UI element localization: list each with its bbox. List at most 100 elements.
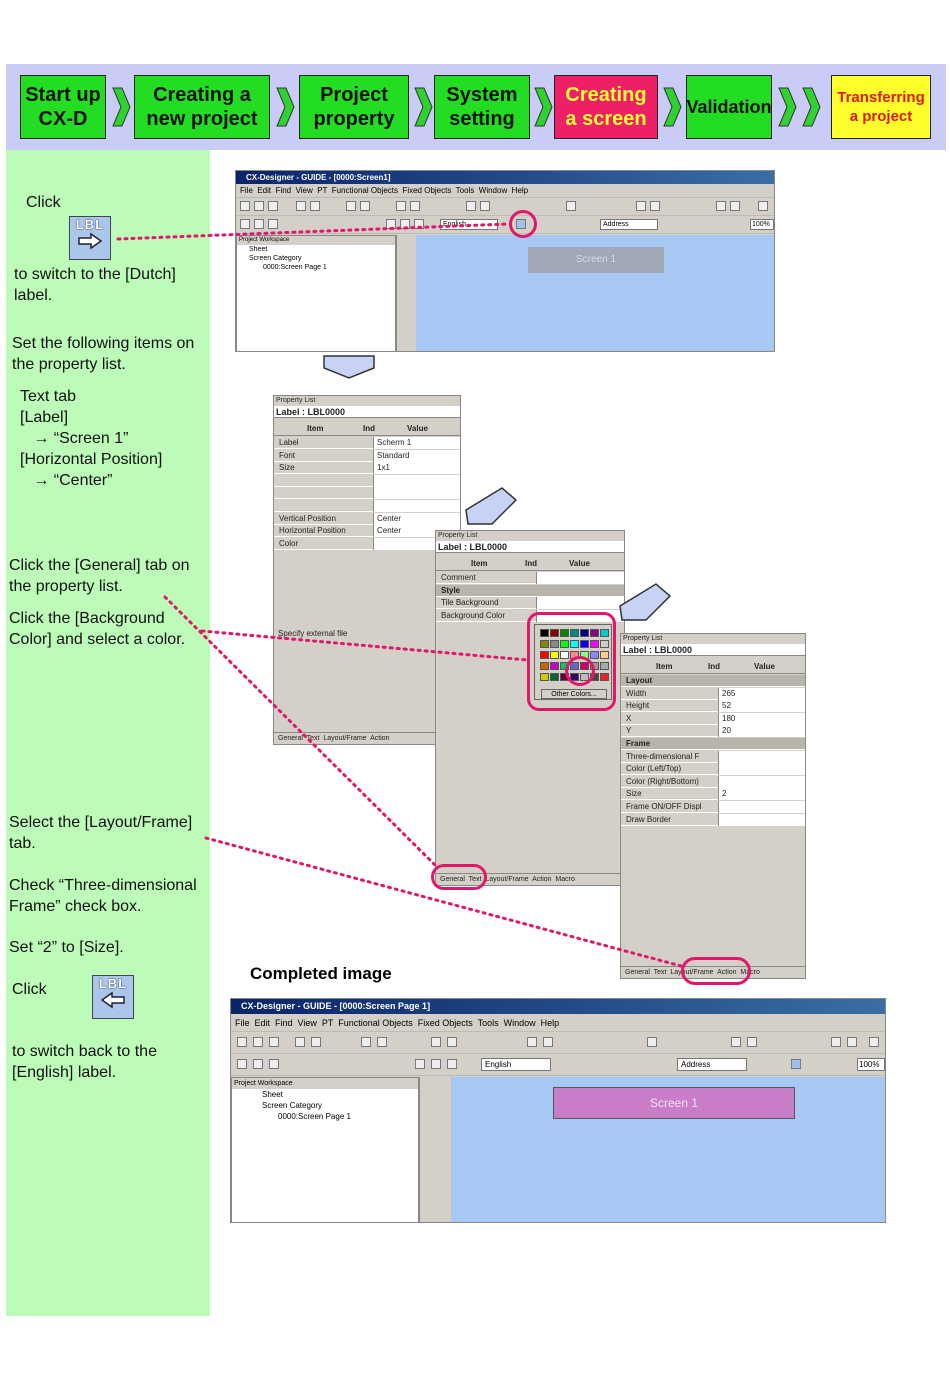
property-value[interactable]: 52 — [718, 700, 805, 713]
color-swatch[interactable] — [550, 662, 559, 670]
new-icon[interactable] — [240, 201, 250, 211]
zoom-field[interactable]: 100% — [750, 219, 774, 230]
property-row[interactable]: Style — [436, 584, 624, 597]
redo-icon[interactable] — [480, 201, 490, 211]
property-value[interactable] — [718, 675, 805, 687]
property-row[interactable]: Color (Right/Bottom) — [621, 775, 805, 788]
property-row[interactable] — [274, 500, 460, 512]
color-swatch[interactable] — [580, 629, 589, 637]
line-tool-icon[interactable] — [268, 219, 278, 229]
open-icon[interactable] — [254, 201, 264, 211]
color-swatch[interactable] — [570, 640, 579, 648]
tree-item-sheet[interactable]: Sheet — [249, 246, 268, 253]
tool-icon[interactable] — [386, 219, 396, 229]
tool-icon[interactable] — [360, 201, 370, 211]
color-swatch[interactable] — [590, 651, 599, 659]
color-swatch[interactable] — [560, 629, 569, 637]
tool-icon[interactable] — [396, 201, 406, 211]
tool-icon[interactable] — [414, 219, 424, 229]
tree-item-sheet[interactable]: Sheet — [262, 1090, 283, 1099]
property-value[interactable] — [536, 572, 624, 584]
property-value[interactable] — [718, 801, 805, 813]
tool-icon[interactable] — [730, 201, 740, 211]
color-swatch[interactable] — [590, 640, 599, 648]
color-swatch[interactable] — [540, 673, 549, 681]
property-value[interactable]: 2 — [718, 788, 805, 801]
tree-item-category[interactable]: Screen Category — [249, 255, 302, 262]
color-swatch[interactable] — [580, 640, 589, 648]
color-swatch[interactable] — [540, 651, 549, 659]
property-value[interactable] — [718, 763, 805, 776]
property-row[interactable]: Draw Border — [621, 813, 805, 826]
color-swatch[interactable] — [550, 673, 559, 681]
tool-icon[interactable] — [747, 1037, 757, 1047]
property-value[interactable] — [718, 813, 805, 826]
open-icon[interactable] — [253, 1037, 263, 1047]
color-swatch[interactable] — [540, 640, 549, 648]
property-value[interactable]: 180 — [718, 712, 805, 725]
save-icon[interactable] — [269, 1037, 279, 1047]
color-swatch[interactable] — [560, 640, 569, 648]
switch-label-icon[interactable]: LBL — [69, 216, 111, 260]
property-value[interactable] — [373, 500, 460, 512]
property-value[interactable] — [718, 750, 805, 763]
tree-item-page[interactable]: 0000:Screen Page 1 — [278, 1112, 351, 1121]
tool-icon[interactable] — [410, 201, 420, 211]
property-value[interactable] — [373, 474, 460, 487]
rect-tool-icon[interactable] — [237, 1059, 247, 1069]
tool-icon[interactable] — [415, 1059, 425, 1069]
external-file-row[interactable]: Specify external file — [274, 628, 460, 640]
color-swatch[interactable] — [550, 651, 559, 659]
zoom-field[interactable]: 100% — [857, 1058, 885, 1071]
address-select[interactable]: Address — [600, 219, 658, 230]
help-icon[interactable] — [869, 1037, 879, 1047]
address-select[interactable]: Address — [677, 1058, 747, 1071]
redo-icon[interactable] — [543, 1037, 553, 1047]
property-value[interactable]: Scherm 1 — [373, 437, 460, 449]
color-swatch[interactable] — [600, 651, 609, 659]
circle-tool-icon[interactable] — [254, 219, 264, 229]
property-value[interactable] — [536, 597, 624, 610]
property-row[interactable]: Three-dimensional F — [621, 750, 805, 763]
tool-icon[interactable] — [731, 1037, 741, 1047]
undo-icon[interactable] — [527, 1037, 537, 1047]
search-icon[interactable] — [647, 1037, 657, 1047]
circle-tool-icon[interactable] — [253, 1059, 263, 1069]
property-row[interactable]: Comment — [436, 572, 624, 584]
property-value[interactable]: 1x1 — [373, 462, 460, 475]
property-row[interactable]: Tile Background — [436, 597, 624, 610]
property-value[interactable]: Center — [373, 512, 460, 525]
screen-canvas[interactable]: Screen 1 — [416, 235, 774, 351]
tool-icon[interactable] — [847, 1037, 857, 1047]
paste-icon[interactable] — [310, 201, 320, 211]
tool-icon[interactable] — [447, 1037, 457, 1047]
property-value[interactable]: 20 — [718, 725, 805, 738]
rect-tool-icon[interactable] — [240, 219, 250, 229]
color-swatch[interactable] — [560, 651, 569, 659]
search-icon[interactable] — [566, 201, 576, 211]
tool-icon[interactable] — [831, 1037, 841, 1047]
help-icon[interactable] — [758, 201, 768, 211]
label-object[interactable]: Screen 1 — [528, 247, 664, 273]
tool-icon[interactable] — [431, 1037, 441, 1047]
property-row[interactable]: Frame — [621, 738, 805, 750]
property-row[interactable]: Frame ON/OFF Displ — [621, 801, 805, 813]
color-swatch[interactable] — [600, 662, 609, 670]
property-value[interactable] — [718, 738, 805, 750]
other-colors-button[interactable]: Other Colors... — [541, 689, 607, 699]
copy-icon[interactable] — [296, 201, 306, 211]
tree-item-page[interactable]: 0000:Screen Page 1 — [263, 264, 327, 271]
color-swatch[interactable] — [590, 629, 599, 637]
undo-icon[interactable] — [466, 201, 476, 211]
tool-icon[interactable] — [346, 201, 356, 211]
tree-item-category[interactable]: Screen Category — [262, 1101, 323, 1110]
color-swatch[interactable] — [570, 629, 579, 637]
